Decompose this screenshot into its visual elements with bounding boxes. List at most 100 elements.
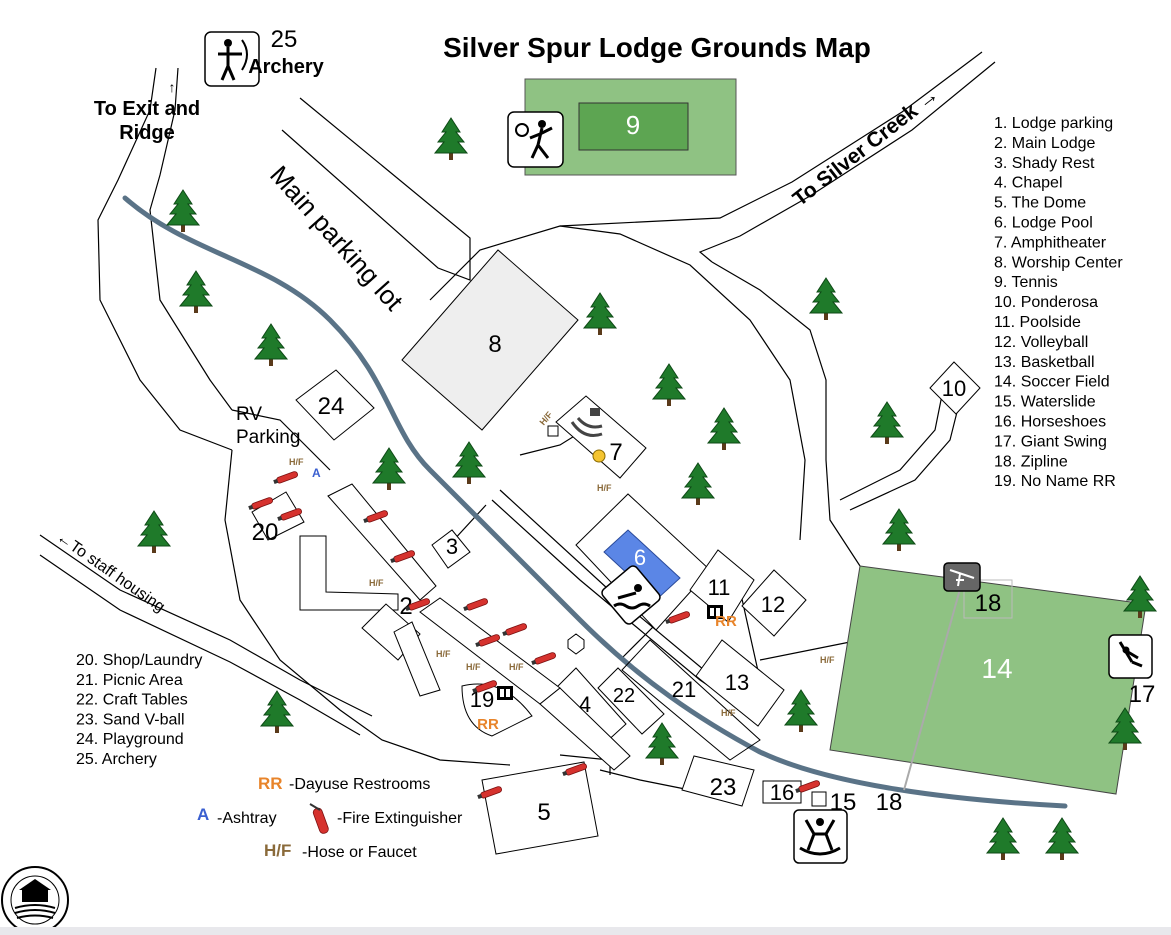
legend-item: 12. Volleyball xyxy=(994,334,1088,351)
label-23: 23 xyxy=(710,774,737,801)
legend-item: 15. Waterslide xyxy=(994,394,1096,411)
legend-item: 13. Basketball xyxy=(994,354,1095,371)
tree-icon xyxy=(260,690,294,734)
label-22: 22 xyxy=(613,685,635,707)
rr-11: RR xyxy=(715,613,737,630)
legend-item: 18. Zipline xyxy=(994,453,1068,470)
zipline: 18 xyxy=(903,562,1013,791)
legend-item: 22. Craft Tables xyxy=(76,692,188,709)
main-parking-label: Main parking lot xyxy=(264,160,410,317)
building-10: 10 xyxy=(929,361,981,415)
archery-label: Archery xyxy=(248,56,324,78)
ashtray-marker: A xyxy=(312,466,321,480)
building-22: 22 xyxy=(597,667,665,735)
rr-19: RR xyxy=(477,716,499,733)
hf-marker: H/F xyxy=(289,457,304,467)
tree-icon xyxy=(652,363,686,407)
waterslide-icon xyxy=(793,809,848,864)
tree-icon xyxy=(645,722,679,766)
building-3: 3 xyxy=(431,529,471,569)
legend-item: 8. Worship Center xyxy=(994,254,1123,271)
tree-icon xyxy=(809,277,843,321)
tree-icon xyxy=(166,189,200,233)
legend-item: 25. Archery xyxy=(76,751,157,768)
amphitheater-icon xyxy=(570,408,603,437)
label-7: 7 xyxy=(609,439,622,466)
restroom-icon xyxy=(707,605,723,619)
rv-label-2: Parking xyxy=(236,427,300,448)
legend-item: 9. Tennis xyxy=(994,274,1058,291)
label-11: 11 xyxy=(708,575,731,600)
hf-marker: H/F xyxy=(597,483,612,493)
gazebo xyxy=(567,633,585,655)
label-13: 13 xyxy=(725,670,749,695)
association-seal xyxy=(1,866,69,934)
key-ashtray-desc: -Ashtray xyxy=(217,810,277,827)
label-18: 18 xyxy=(975,590,1002,617)
tennis-icon xyxy=(507,111,564,168)
building-5: 5 xyxy=(481,761,599,855)
legend-item: 3. Shady Rest xyxy=(994,155,1095,172)
legend-item: 24. Playground xyxy=(76,731,184,748)
legend-item: 10. Ponderosa xyxy=(994,294,1098,311)
hf-marker: H/F xyxy=(369,578,384,588)
tree-icon xyxy=(784,689,818,733)
soccer-field: 14 xyxy=(829,565,1147,795)
tree-icon xyxy=(870,401,904,445)
building-24: 24 xyxy=(295,369,375,441)
legend-item: 7. Amphitheater xyxy=(994,234,1107,251)
label-24: 24 xyxy=(318,393,345,420)
hf-marker: H/F xyxy=(537,409,554,427)
map-title: Silver Spur Lodge Grounds Map xyxy=(443,32,871,63)
legend-item: 5. The Dome xyxy=(994,195,1086,212)
legend-item: 21. Picnic Area xyxy=(76,672,183,689)
label-5: 5 xyxy=(537,799,550,826)
tree-icon xyxy=(372,447,406,491)
bottom-bar xyxy=(0,927,1171,935)
hf-marker: H/F xyxy=(436,649,451,659)
label-21: 21 xyxy=(672,677,696,702)
key-ashtray: A xyxy=(197,805,209,824)
tree-icon xyxy=(179,270,213,314)
tree-icon xyxy=(882,508,916,552)
building-20: 20 xyxy=(251,491,305,546)
building-2: 2 xyxy=(299,483,631,771)
key-hf-desc: -Hose or Faucet xyxy=(302,844,417,861)
silver-creek-label: To Silver Creek → xyxy=(789,83,944,211)
tree-icon xyxy=(434,117,468,161)
hf-marker: H/F xyxy=(466,662,481,672)
label-18b: 18 xyxy=(876,789,903,816)
pool-icon xyxy=(601,565,661,625)
giant-swing-icon xyxy=(1108,634,1153,679)
label-6: 6 xyxy=(634,545,646,570)
key-rr-desc: -Dayuse Restrooms xyxy=(289,776,430,793)
area-19: 19 RR xyxy=(461,683,533,737)
lodge-pool: 6 xyxy=(575,493,711,631)
label-10: 10 xyxy=(942,376,966,401)
building-8: 8 xyxy=(401,249,579,431)
legend-item: 1. Lodge parking xyxy=(994,115,1113,132)
area-21: 21 xyxy=(621,639,761,761)
legend-item: 11. Poolside xyxy=(994,314,1081,331)
tree-icon xyxy=(681,462,715,506)
fire-extinguisher-icon xyxy=(309,803,329,834)
building-13: 13 xyxy=(695,639,785,727)
legend-item: 6. Lodge Pool xyxy=(994,215,1093,232)
key-hf: H/F xyxy=(264,841,291,860)
tree-icon xyxy=(1045,817,1079,861)
archery-icon xyxy=(204,31,260,87)
building-23: 23 xyxy=(681,755,755,807)
label-3: 3 xyxy=(446,534,458,559)
label-20: 20 xyxy=(252,519,279,546)
label-16: 16 xyxy=(770,780,794,805)
symbol-key: RR -Dayuse Restrooms A -Ashtray -Fire Ex… xyxy=(197,774,463,861)
tree-icon xyxy=(707,407,741,451)
legend-item: 14. Soccer Field xyxy=(994,374,1110,391)
legend-item: 19. No Name RR xyxy=(994,473,1116,490)
exit-line2: Ridge xyxy=(119,122,175,144)
building-16: 16 xyxy=(762,780,827,807)
legend-item: 20. Shop/Laundry xyxy=(76,652,202,669)
exit-line1: To Exit and xyxy=(94,98,200,120)
exit-arrow: ↑ xyxy=(169,79,176,95)
